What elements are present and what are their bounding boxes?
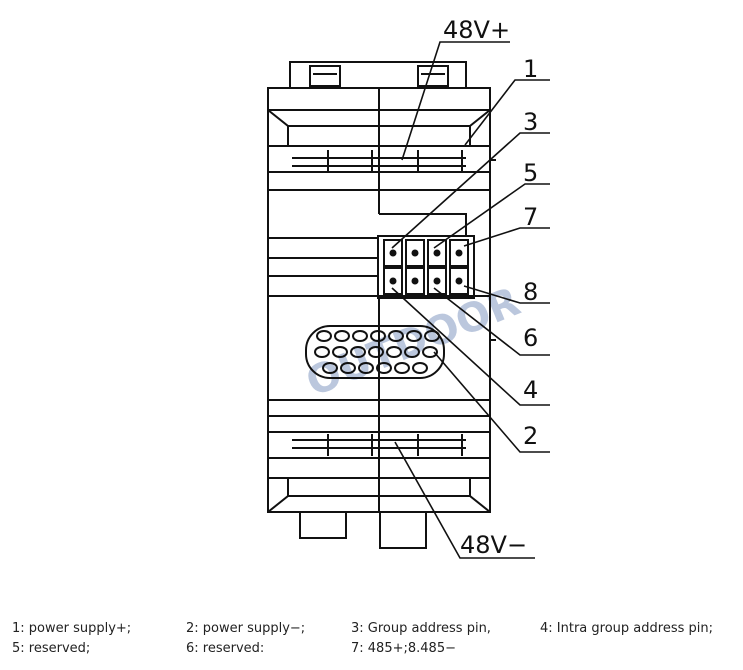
- module-body: [267, 87, 491, 513]
- pin-cell-top-2: [405, 239, 425, 267]
- pin-dot-bottom-3: [433, 277, 441, 285]
- label-48v-plus: 48V+: [443, 16, 510, 44]
- oval-pin-2-1: [314, 346, 330, 358]
- pin-cell-top-3: [427, 239, 447, 267]
- bottom-terminal-strip: [292, 434, 466, 456]
- legend-item-3: 3: Group address pin,: [351, 621, 491, 636]
- pin-cell-top-4: [449, 239, 469, 267]
- top-terminal-strip: [292, 150, 466, 172]
- label-pin-1: 1: [523, 55, 538, 83]
- oval-pin-2-3: [350, 346, 366, 358]
- pin-cell-top-1: [383, 239, 403, 267]
- pin-dot-top-3: [433, 249, 441, 257]
- label-pin-4: 4: [523, 376, 538, 404]
- pin-dot-top-4: [455, 249, 463, 257]
- pin-dot-bottom-4: [455, 277, 463, 285]
- oval-pin-2-6: [404, 346, 420, 358]
- oval-pin-2-4: [368, 346, 384, 358]
- pin-dot-bottom-2: [411, 277, 419, 285]
- pin-dot-top-1: [389, 249, 397, 257]
- bottom-tabs: [299, 511, 427, 549]
- label-pin-5: 5: [523, 159, 538, 187]
- oval-pin-3-2: [340, 362, 356, 374]
- pin-cell-bottom-2: [405, 267, 425, 295]
- oval-connector: [305, 325, 445, 379]
- pin-dot-bottom-1: [389, 277, 397, 285]
- legend-item-4: 4: Intra group address pin;: [540, 621, 713, 636]
- oval-pin-3-5: [394, 362, 410, 374]
- oval-pin-2-2: [332, 346, 348, 358]
- label-pin-2: 2: [523, 422, 538, 450]
- oval-pin-1-4: [370, 330, 386, 342]
- oval-pin-1-7: [424, 330, 440, 342]
- pin-cell-bottom-3: [427, 267, 447, 295]
- oval-pin-1-3: [352, 330, 368, 342]
- oval-pin-1-2: [334, 330, 350, 342]
- legend-item-1: 1: power supply+;: [12, 621, 132, 636]
- oval-pin-2-7: [422, 346, 438, 358]
- pin-cell-bottom-1: [383, 267, 403, 295]
- oval-pin-2-5: [386, 346, 402, 358]
- label-48v-minus: 48V−: [460, 531, 527, 559]
- oval-pin-1-5: [388, 330, 404, 342]
- oval-pin-3-6: [412, 362, 428, 374]
- oval-pin-3-3: [358, 362, 374, 374]
- pin-dot-top-2: [411, 249, 419, 257]
- leader-lines: [391, 41, 550, 559]
- pin-cell-bottom-4: [449, 267, 469, 295]
- label-pin-3: 3: [523, 108, 538, 136]
- oval-pin-1-6: [406, 330, 422, 342]
- legend-item-6: 6: reserved:: [186, 641, 265, 656]
- oval-pin-1-1: [316, 330, 332, 342]
- signal-connector: [377, 213, 475, 299]
- label-pin-6: 6: [523, 324, 538, 352]
- legend-item-2: 2: power supply−;: [186, 621, 306, 636]
- oval-pin-3-1: [322, 362, 338, 374]
- label-pin-8: 8: [523, 278, 538, 306]
- label-pin-7: 7: [523, 203, 538, 231]
- top-tabs: [289, 61, 467, 89]
- legend-item-7: 7: 485+;8.485−: [351, 641, 456, 656]
- legend-item-5: 5: reserved;: [12, 641, 91, 656]
- oval-pin-3-4: [376, 362, 392, 374]
